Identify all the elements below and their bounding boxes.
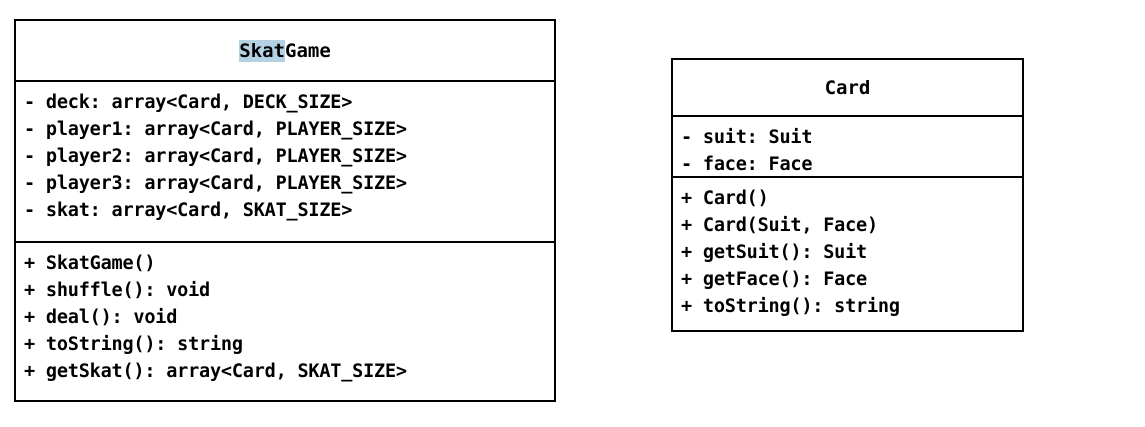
operation-row: + SkatGame()	[24, 253, 156, 274]
attribute-row: - player1: array<Card, PLAYER_SIZE>	[24, 119, 407, 140]
attributes-compartment-card: - suit: Suit - face: Face	[673, 117, 1022, 178]
uml-class-card[interactable]: Card - suit: Suit - face: Face + Card() …	[671, 58, 1024, 332]
attribute-row: - deck: array<Card, DECK_SIZE>	[24, 92, 353, 113]
attributes-compartment-skatgame: - deck: array<Card, DECK_SIZE> - player1…	[16, 82, 554, 243]
operations-compartment-skatgame: + SkatGame() + shuffle(): void + deal():…	[16, 243, 554, 400]
operation-row: + shuffle(): void	[24, 280, 210, 301]
operation-row: + toString(): string	[681, 296, 900, 317]
operation-row: + getFace(): Face	[681, 269, 867, 290]
operation-row: + Card(Suit, Face)	[681, 215, 878, 236]
attribute-row: - skat: array<Card, SKAT_SIZE>	[24, 200, 353, 221]
operation-row: + Card()	[681, 188, 769, 209]
class-title-highlighted-text: Skat	[239, 39, 285, 62]
attribute-row: - suit: Suit	[681, 127, 813, 148]
attribute-row: - player3: array<Card, PLAYER_SIZE>	[24, 173, 407, 194]
attribute-row: - player2: array<Card, PLAYER_SIZE>	[24, 146, 407, 167]
operation-row: + deal(): void	[24, 307, 178, 328]
operation-row: + getSkat(): array<Card, SKAT_SIZE>	[24, 361, 407, 382]
attribute-row: - face: Face	[681, 154, 813, 175]
operation-row: + toString(): string	[24, 334, 243, 355]
operations-compartment-card: + Card() + Card(Suit, Face) + getSuit():…	[673, 178, 1022, 330]
class-title-plain-text: Game	[285, 39, 331, 62]
operation-row: + getSuit(): Suit	[681, 242, 867, 263]
class-title-card: Card	[673, 60, 1022, 117]
